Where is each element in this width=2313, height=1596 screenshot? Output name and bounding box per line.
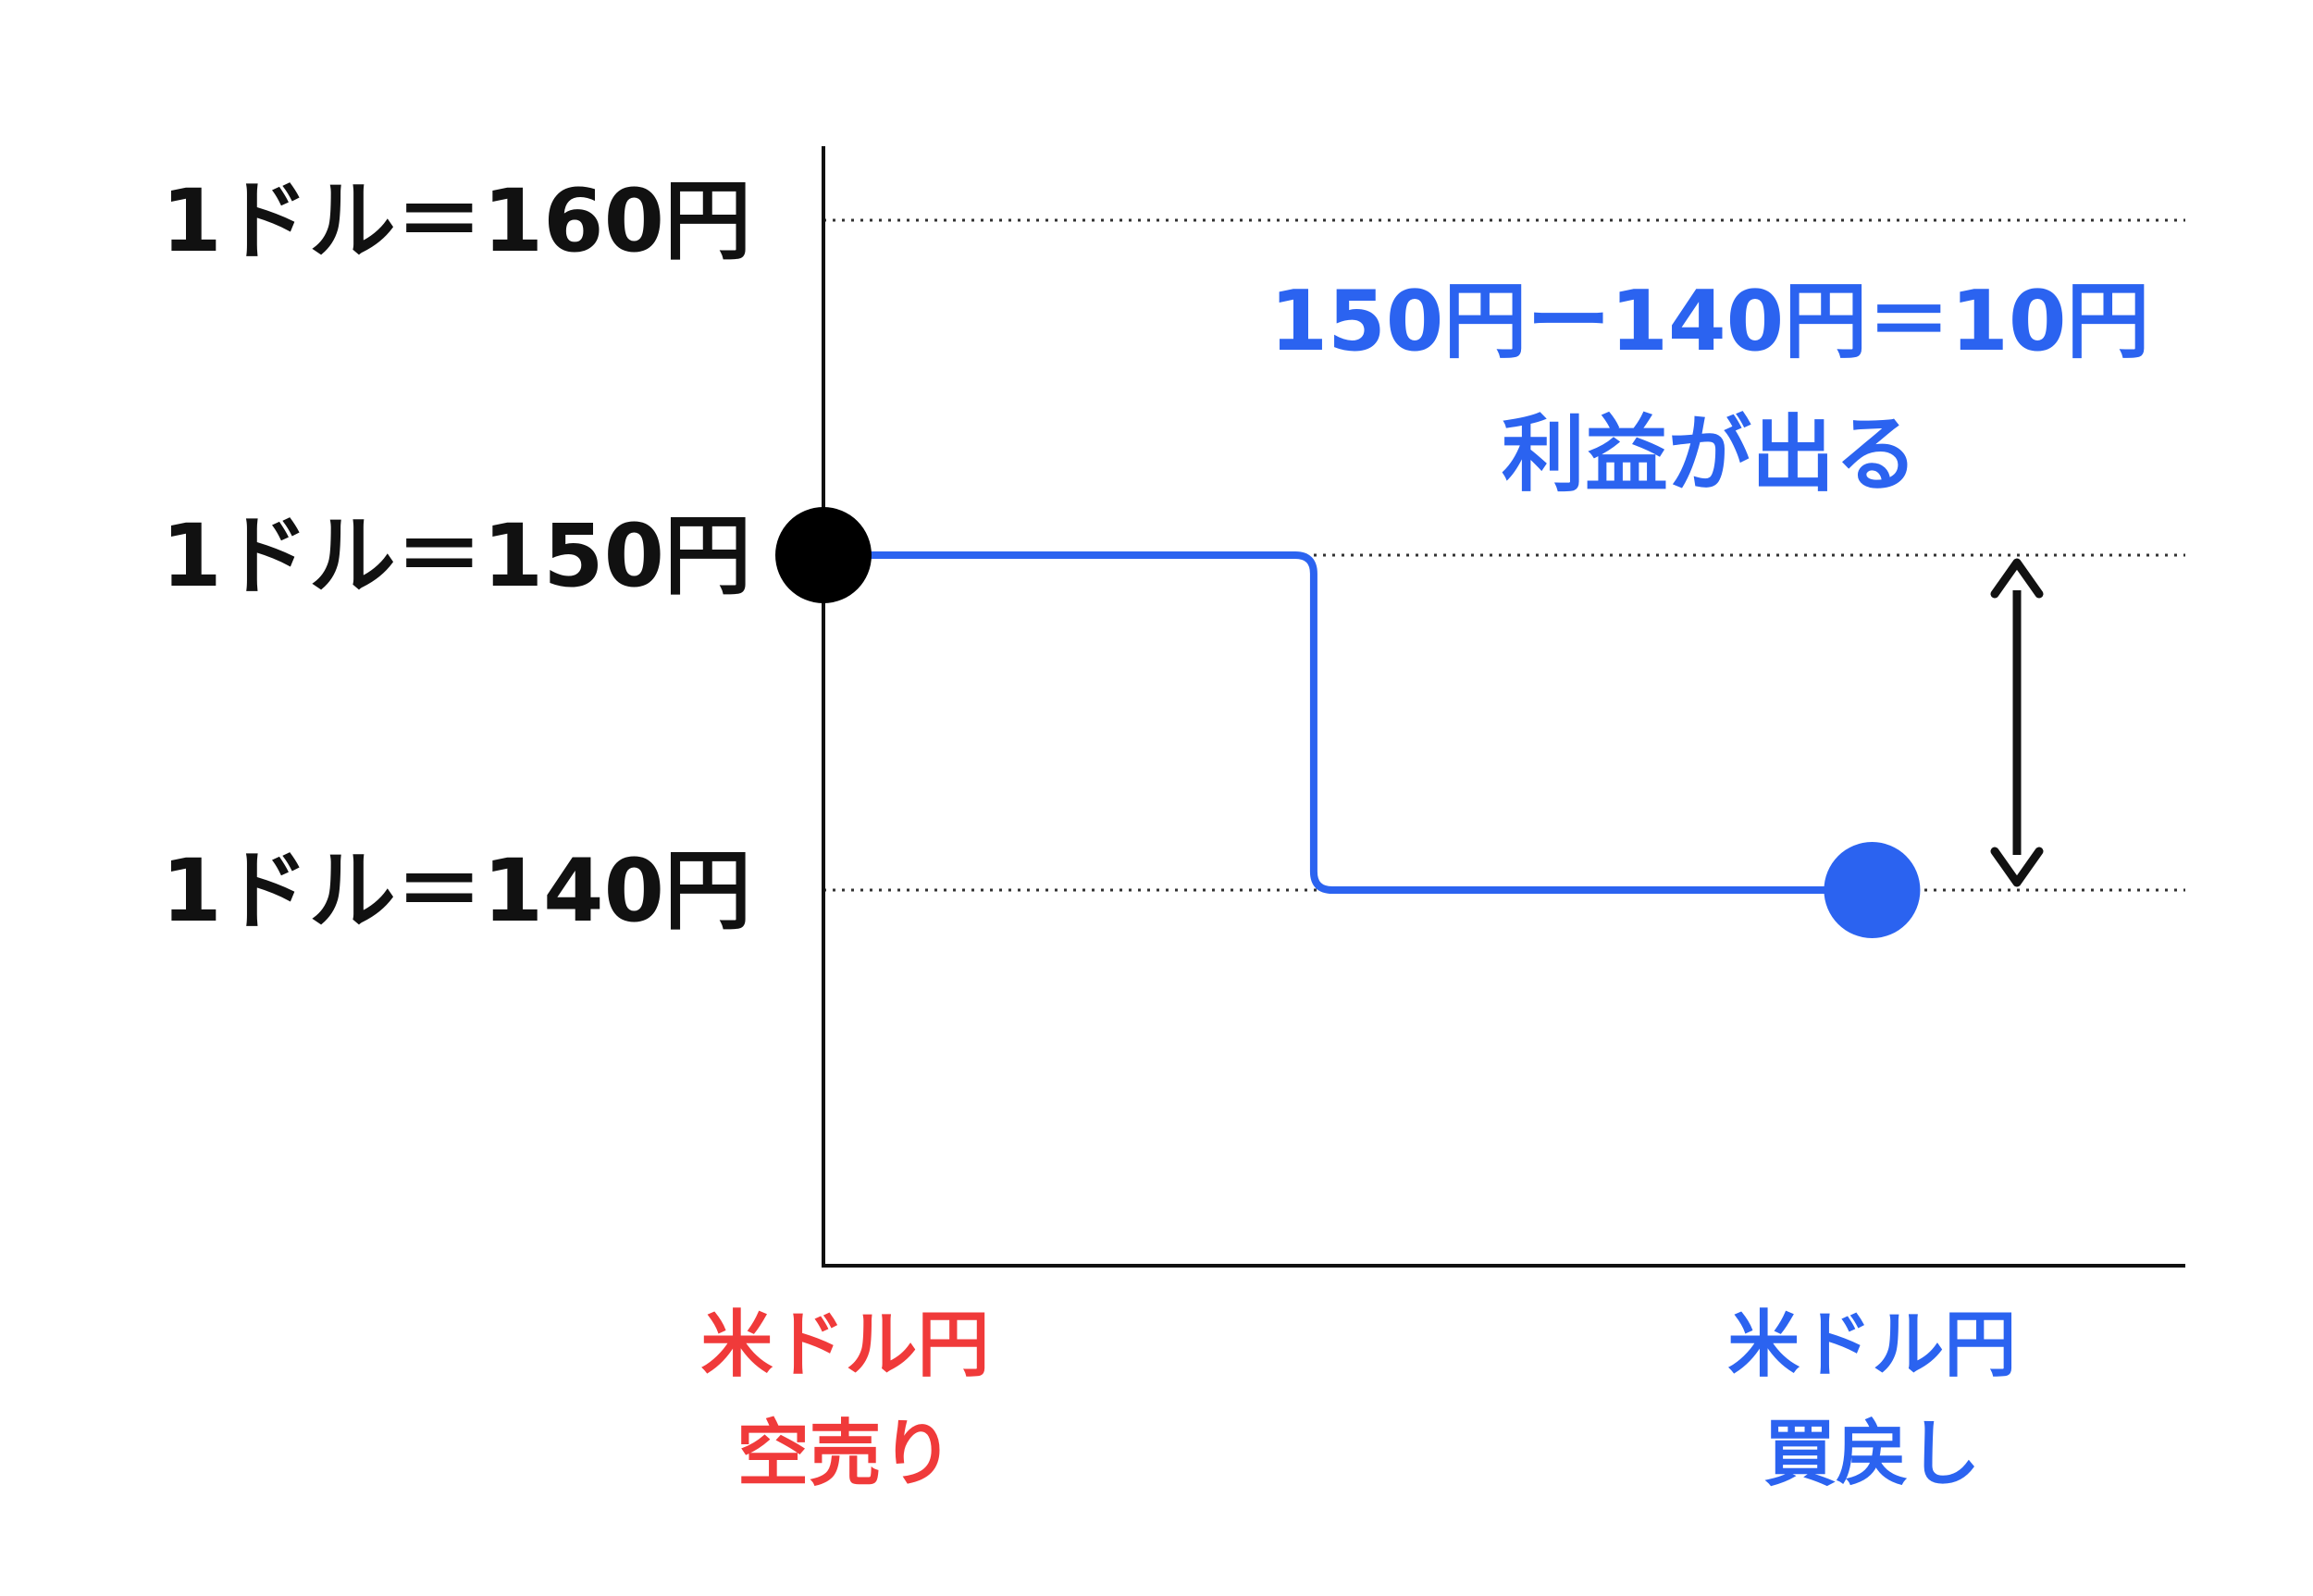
sell-point-marker [775,507,872,603]
series [820,551,1876,894]
x-category-label-1-line1: 米ドル円 [1727,1304,2016,1387]
buyback-point-marker [1824,842,1921,938]
y-tick-label-150: 1ドル＝150円 [161,506,751,607]
markers [775,507,1921,938]
arrow-head-up-icon [1990,558,2044,599]
annotation-line1: 150円ー140円＝10円 [1270,273,2150,370]
x-category-label-0-line1: 米ドル円 [701,1304,990,1387]
profit-annotation: 150円ー140円＝10円 利益が出る [1270,273,2150,503]
x-category-label-1-line2: 買戻し [1763,1413,1980,1496]
y-tick-label-140: 1ドル＝140円 [161,841,751,942]
arrow-head-down-icon [1990,847,2044,887]
annotation-line2: 利益が出る [1502,406,1918,503]
axes [822,146,2185,1268]
profit-arrow [1990,558,2044,887]
series-line-0 [820,551,1876,894]
x-category-label-0-line2: 空売り [737,1413,954,1496]
y-tick-labels: 1ドル＝160円 1ドル＝150円 1ドル＝140円 [161,171,751,942]
y-tick-label-160: 1ドル＝160円 [161,171,751,272]
